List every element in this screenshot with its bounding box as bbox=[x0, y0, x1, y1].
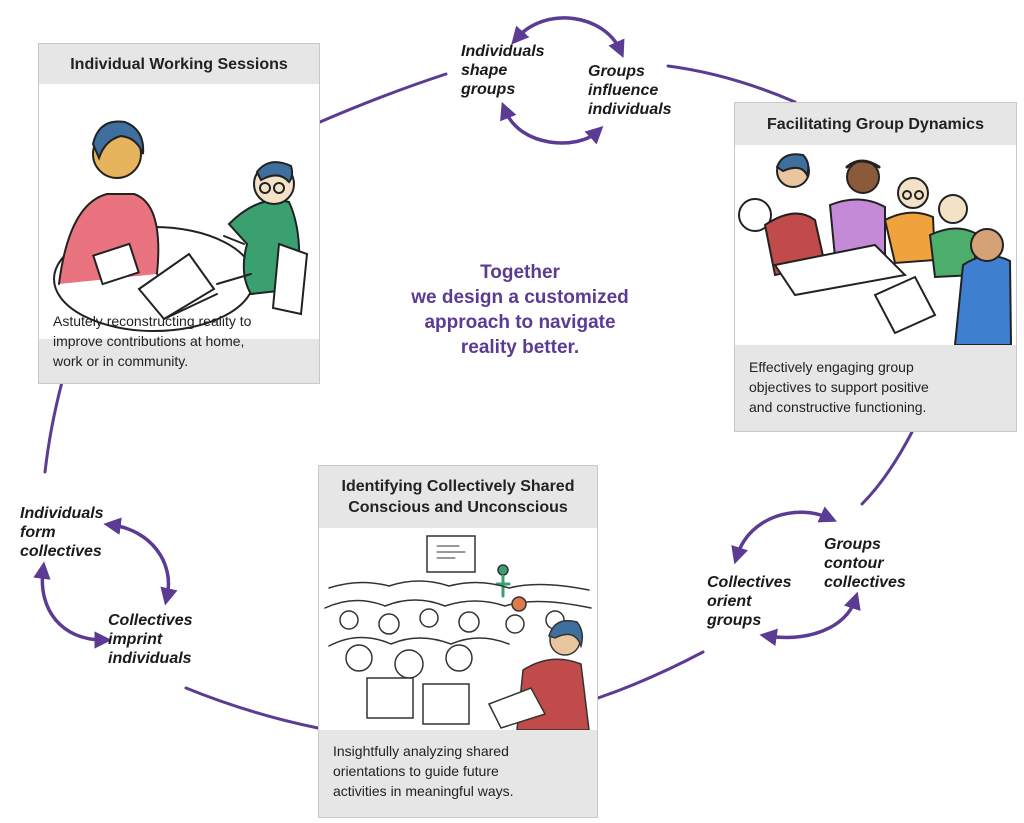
description-line: orientations to guide future bbox=[333, 763, 499, 779]
label-line: Groups bbox=[824, 536, 881, 553]
label-line: form bbox=[20, 524, 56, 541]
center-message-line: Together bbox=[480, 262, 560, 283]
collective-title: Identifying Collectively Shared Consciou… bbox=[319, 476, 597, 518]
individual-sessions-title: Individual Working Sessions bbox=[70, 56, 288, 73]
description-line: Effectively engaging group bbox=[749, 359, 914, 375]
description-line: Insightfully analyzing shared bbox=[333, 743, 509, 759]
group-dynamics-card: Facilitating Group Dynamics bbox=[734, 102, 1017, 432]
label-line: imprint bbox=[108, 631, 163, 648]
group-dynamics-description: Effectively engaging group objectives to… bbox=[749, 357, 1009, 417]
individual-sessions-card: Individual Working Sessions Astutely rec… bbox=[38, 43, 320, 384]
individual-sessions-illustration bbox=[39, 84, 319, 339]
description-line: work or in community. bbox=[53, 353, 189, 369]
label-collectives-imprint-individuals: Collectives imprint individuals bbox=[108, 611, 192, 668]
description-line: objectives to support positive bbox=[749, 379, 929, 395]
label-groups-contour-collectives: Groups contour collectives bbox=[824, 535, 906, 592]
collective-title-line: Identifying Collectively Shared bbox=[341, 478, 575, 495]
label-line: individuals bbox=[108, 650, 192, 667]
connector-individual-to-top bbox=[318, 72, 448, 124]
label-line: groups bbox=[707, 612, 762, 629]
label-line: contour bbox=[824, 555, 884, 572]
cycle-arrow-top-upper bbox=[511, 16, 625, 58]
center-message: Together we design a customized approach… bbox=[380, 260, 660, 360]
collective-illustration bbox=[319, 528, 597, 730]
collective-card: Identifying Collectively Shared Consciou… bbox=[318, 465, 598, 818]
label-line: collectives bbox=[824, 574, 906, 591]
label-line: groups bbox=[461, 81, 516, 98]
connector-top-to-group bbox=[666, 64, 797, 104]
connector-collective-to-left bbox=[184, 686, 320, 730]
label-individuals-shape-groups: Individuals shape groups bbox=[461, 42, 545, 99]
label-line: shape bbox=[461, 62, 508, 79]
collective-description: Insightfully analyzing shared orientatio… bbox=[333, 741, 593, 801]
individual-sessions-description: Astutely reconstructing reality to impro… bbox=[53, 311, 313, 371]
label-line: Collectives bbox=[707, 574, 792, 591]
cycle-arrow-right-lower bbox=[759, 591, 861, 646]
group-dynamics-illustration bbox=[735, 145, 1016, 345]
center-message-line: approach to navigate bbox=[424, 312, 616, 333]
group-dynamics-title: Facilitating Group Dynamics bbox=[767, 116, 984, 133]
cycle-arrow-left-upper bbox=[103, 517, 178, 606]
connector-right-to-collective bbox=[596, 650, 705, 700]
label-line: orient bbox=[707, 593, 752, 610]
label-line: Individuals bbox=[461, 43, 545, 60]
center-message-line: reality better. bbox=[460, 337, 580, 358]
cycle-arrow-left-lower bbox=[33, 561, 112, 649]
description-line: Astutely reconstructing reality to bbox=[53, 313, 252, 329]
collective-title-line: Conscious and Unconscious bbox=[348, 499, 568, 516]
connector-left-to-individual bbox=[43, 380, 64, 474]
label-individuals-form-collectives: Individuals form collectives bbox=[20, 504, 104, 561]
cycle-arrow-right-upper bbox=[731, 506, 837, 565]
connector-group-to-right bbox=[860, 430, 914, 506]
label-line: Collectives bbox=[108, 612, 193, 629]
label-line: Individuals bbox=[20, 505, 104, 522]
label-collectives-orient-groups: Collectives orient groups bbox=[707, 573, 791, 630]
label-line: individuals bbox=[588, 101, 672, 118]
description-line: and constructive functioning. bbox=[749, 399, 927, 415]
label-line: influence bbox=[588, 82, 659, 99]
label-line: Groups bbox=[588, 63, 645, 80]
cycle-arrow-top-lower bbox=[500, 101, 604, 145]
description-line: activities in meaningful ways. bbox=[333, 783, 514, 799]
center-message-line: we design a customized bbox=[411, 287, 629, 308]
label-groups-influence-individuals: Groups influence individuals bbox=[588, 62, 672, 119]
label-line: collectives bbox=[20, 543, 102, 560]
description-line: improve contributions at home, bbox=[53, 333, 245, 349]
